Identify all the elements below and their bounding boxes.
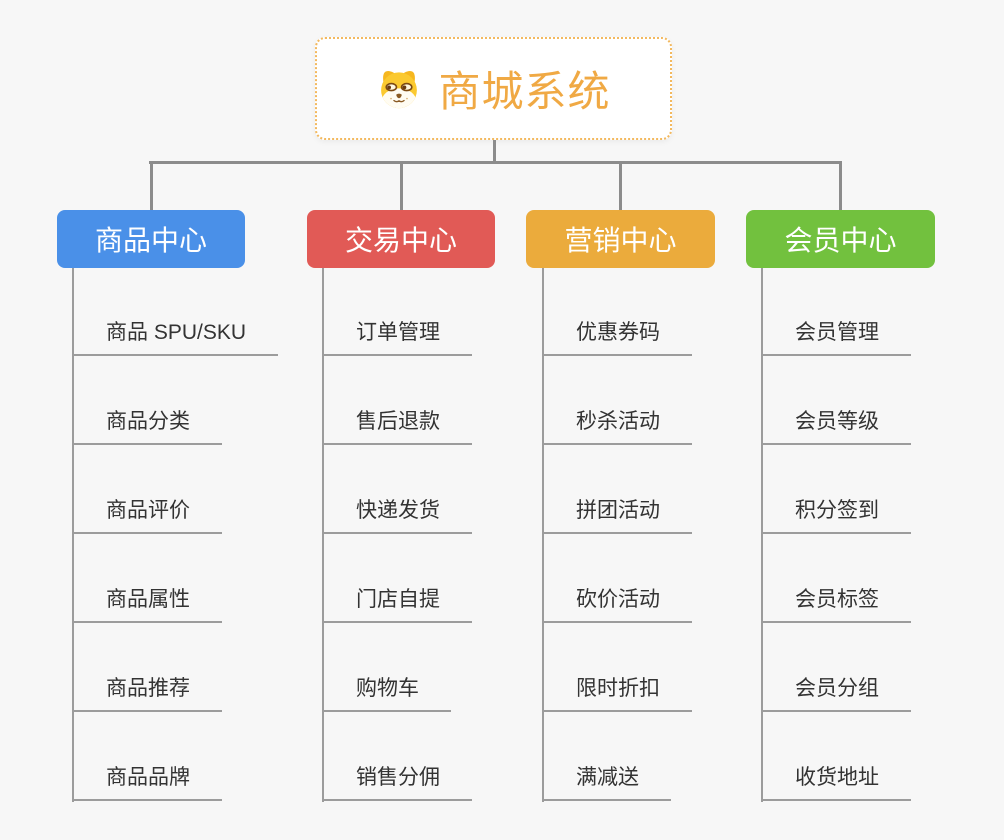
topic-item[interactable]: 优惠券码 xyxy=(542,320,692,356)
topic-item[interactable]: 商品推荐 xyxy=(72,676,222,712)
topic-item[interactable]: 限时折扣 xyxy=(542,676,692,712)
branch-label: 会员中心 xyxy=(784,225,897,256)
topic-item[interactable]: 商品分类 xyxy=(72,409,222,445)
root-connector-stub xyxy=(493,140,496,162)
topic-item[interactable]: 商品属性 xyxy=(72,587,222,623)
topic-item[interactable]: 售后退款 xyxy=(322,409,472,445)
topic-item[interactable]: 会员分组 xyxy=(761,676,911,712)
branch-trunk-line xyxy=(322,268,324,802)
drop-line-goods xyxy=(150,161,153,210)
topic-item[interactable]: 快递发货 xyxy=(322,498,472,534)
topic-item[interactable]: 会员管理 xyxy=(761,320,911,356)
drop-line-member xyxy=(839,161,842,210)
dog-face-icon xyxy=(376,67,422,111)
branch-trunk-line xyxy=(761,268,763,802)
branch-node-member-center[interactable]: 会员中心 xyxy=(746,210,935,268)
topic-item[interactable]: 砍价活动 xyxy=(542,587,692,623)
branch-label: 营销中心 xyxy=(564,225,677,256)
drop-line-marketing xyxy=(619,161,622,210)
root-title: 商城系统 xyxy=(438,68,611,115)
topic-item[interactable]: 商品品牌 xyxy=(72,765,222,801)
topic-item[interactable]: 门店自提 xyxy=(322,587,472,623)
topic-item[interactable]: 商品评价 xyxy=(72,498,222,534)
branch-trunk-line xyxy=(542,268,544,802)
topic-item[interactable]: 秒杀活动 xyxy=(542,409,692,445)
topic-item[interactable]: 积分签到 xyxy=(761,498,911,534)
topic-item[interactable]: 会员标签 xyxy=(761,587,911,623)
topic-item[interactable]: 收货地址 xyxy=(761,765,911,801)
topic-item[interactable]: 订单管理 xyxy=(322,320,472,356)
branch-trunk-line xyxy=(72,268,74,802)
drop-line-trade xyxy=(400,161,403,210)
topic-item[interactable]: 会员等级 xyxy=(761,409,911,445)
branch-bus-line xyxy=(149,161,842,164)
topic-item[interactable]: 拼团活动 xyxy=(542,498,692,534)
branch-node-trade-center[interactable]: 交易中心 xyxy=(307,210,495,268)
topic-item[interactable]: 销售分佣 xyxy=(322,765,472,801)
topic-item[interactable]: 购物车 xyxy=(322,676,451,712)
branch-label: 交易中心 xyxy=(344,225,457,256)
branch-label: 商品中心 xyxy=(94,225,207,256)
branch-node-marketing-center[interactable]: 营销中心 xyxy=(526,210,715,268)
topic-item[interactable]: 商品 SPU/SKU xyxy=(72,320,279,356)
branch-node-goods-center[interactable]: 商品中心 xyxy=(57,210,245,268)
topic-item[interactable]: 满减送 xyxy=(542,765,671,801)
root-node[interactable]: 商城系统 xyxy=(315,37,672,140)
